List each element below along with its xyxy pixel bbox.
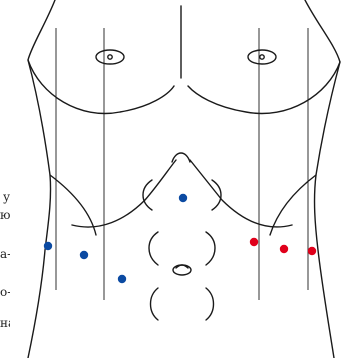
torso-left-outline [28, 0, 55, 358]
right-costal-margin [190, 160, 292, 227]
marker-dot-left-3 [118, 275, 126, 283]
left-lower-contour [50, 175, 96, 235]
rectus-right-1 [212, 180, 221, 210]
nipple-left-icon [96, 50, 124, 64]
nipple-right-icon [248, 50, 276, 64]
marker-dot-right-2 [280, 245, 288, 253]
text-fragment-4: о- [0, 285, 10, 300]
rectus-left-3 [151, 288, 159, 320]
right-lower-contour [270, 175, 316, 235]
marker-dot-center [179, 194, 187, 202]
text-fragment-2: ю [0, 208, 10, 223]
right-pectoral-contour [188, 62, 340, 114]
text-fragment-3: а- [0, 247, 10, 262]
rectus-left-1 [143, 180, 152, 210]
text-fragment-5: на [0, 316, 10, 331]
marker-dot-left-2 [80, 251, 88, 259]
text-fragment-1: у [0, 190, 10, 205]
left-pectoral-contour [28, 60, 174, 113]
marker-dot-left-1 [44, 242, 52, 250]
rectus-right-3 [206, 288, 214, 320]
left-costal-margin [72, 160, 176, 227]
marker-dot-right-1 [250, 238, 258, 246]
navel-icon [173, 265, 191, 275]
marker-dot-right-3 [308, 247, 316, 255]
rectus-right-2 [206, 232, 215, 265]
rectus-left-2 [149, 232, 158, 265]
